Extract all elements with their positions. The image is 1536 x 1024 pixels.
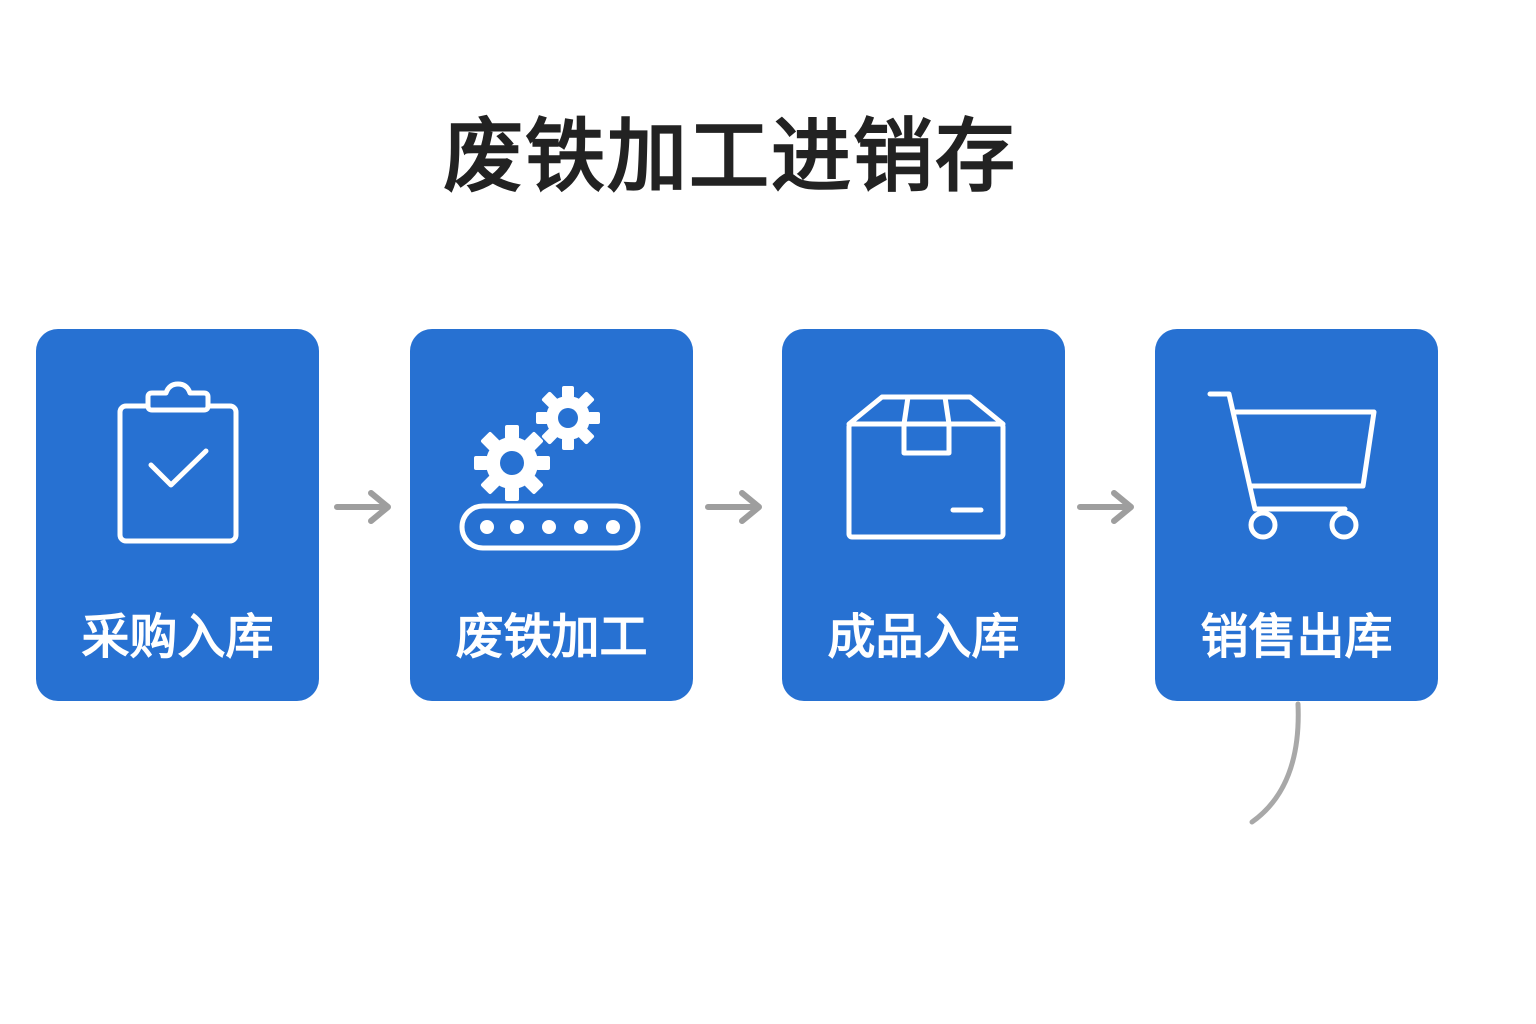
arrow-right-icon — [334, 490, 391, 524]
shopping-cart-icon — [1207, 391, 1377, 540]
gears-conveyor-icon — [459, 386, 641, 551]
step-label: 废铁加工 — [455, 609, 648, 665]
step-card-purchase-inbound: 采购入库 — [36, 329, 319, 701]
step-card-scrap-processing: 废铁加工 — [410, 329, 693, 701]
clipboard-check-icon — [117, 381, 239, 544]
step-label: 销售出库 — [1200, 609, 1393, 665]
step-card-sales-outbound: 销售出库 — [1155, 329, 1438, 701]
connector-curve — [1249, 701, 1301, 825]
page-title: 废铁加工进销存 — [443, 110, 1017, 203]
step-label: 采购入库 — [81, 609, 274, 665]
step-card-finished-inbound: 成品入库 — [782, 329, 1065, 701]
box-icon — [846, 394, 1006, 540]
step-label: 成品入库 — [827, 609, 1020, 665]
arrow-right-icon — [1077, 490, 1134, 524]
arrow-right-icon — [705, 490, 762, 524]
